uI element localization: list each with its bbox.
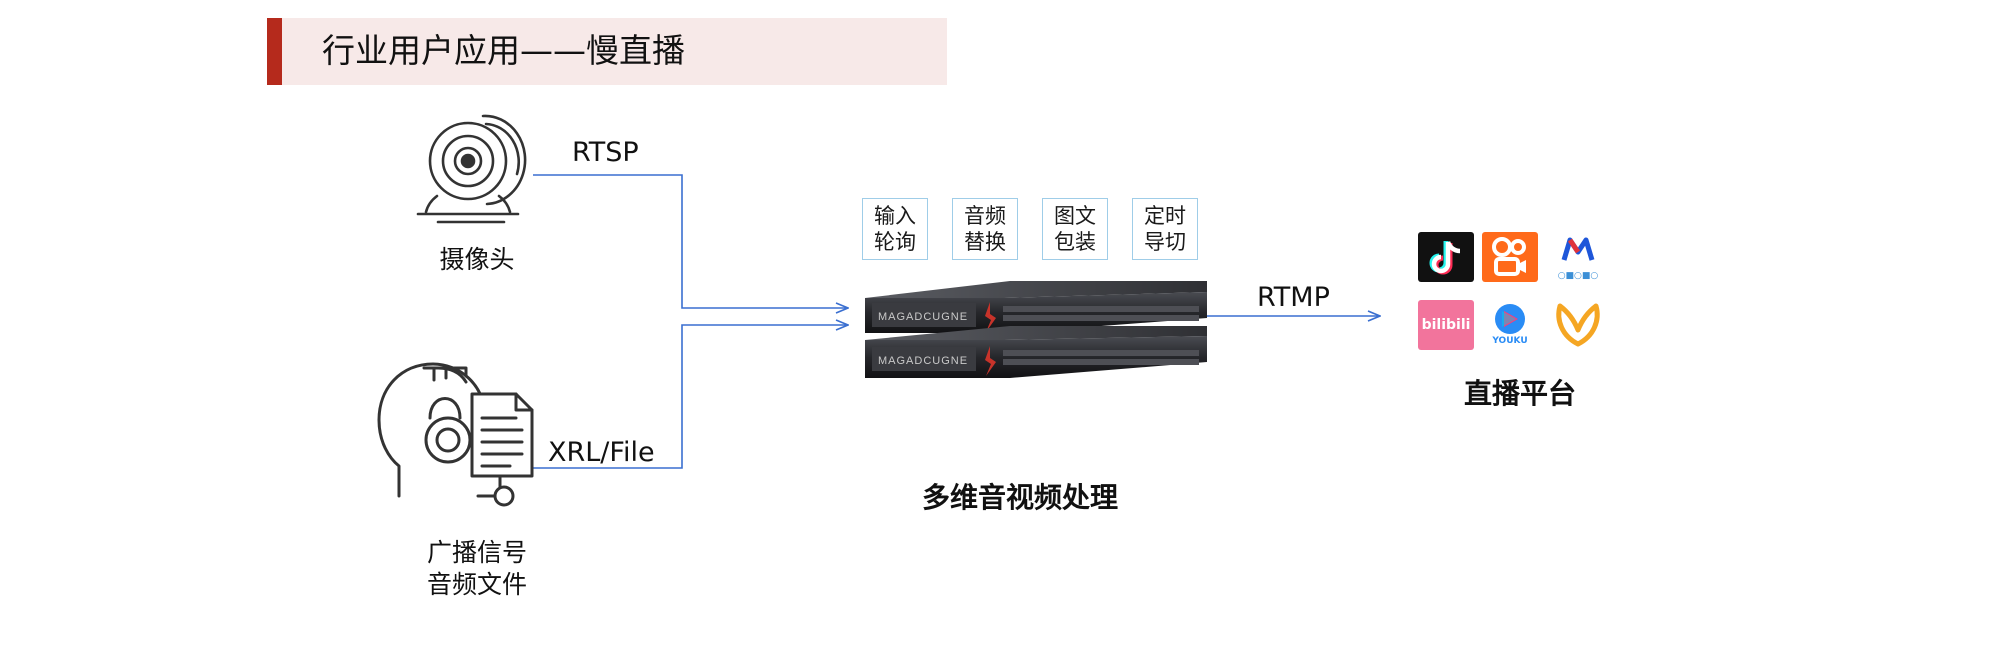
feature-audio-replace: 音频 替换 (952, 198, 1018, 260)
connector-rtsp (533, 174, 848, 308)
title-accent-bar (267, 18, 282, 85)
bilibili-icon: bilibili (1418, 300, 1474, 350)
processor-label: 多维音视频处理 (921, 481, 1118, 514)
broadcast-label-line2: 音频文件 (426, 570, 527, 599)
feature-input-polling: 输入 轮询 (862, 198, 928, 260)
webcam-icon (416, 114, 527, 224)
weishi-icon (1550, 300, 1606, 350)
connector-xrl (531, 325, 848, 469)
head-headphones-document-icon (377, 362, 534, 507)
feature-text-line2: 导切 (1144, 230, 1186, 254)
title-band (267, 18, 947, 85)
feature-text-line2: 替换 (964, 230, 1006, 254)
feature-graphics-packaging: 图文 包装 (1042, 198, 1108, 260)
page-title: 行业用户应用——慢直播 (322, 31, 685, 70)
svg-text:MAGADCUGNE: MAGADCUGNE (878, 355, 968, 367)
youku-logo-text: YOUKU (1492, 336, 1528, 346)
mgtv-icon: ○■○■○ (1550, 232, 1606, 282)
feature-text-line2: 包装 (1054, 230, 1096, 254)
feature-text-line1: 图文 (1054, 204, 1096, 228)
xrl-file-label: XRL/File (548, 437, 655, 468)
kuaishou-icon (1482, 232, 1538, 282)
svg-text:MAGADCUGNE: MAGADCUGNE (878, 311, 968, 323)
douyin-icon (1418, 232, 1474, 282)
feature-scheduled-switch: 定时 导切 (1132, 198, 1198, 260)
broadcast-label-line1: 广播信号 (426, 538, 527, 567)
rtmp-label: RTMP (1257, 282, 1330, 313)
platform-label: 直播平台 (1463, 377, 1576, 410)
camera-label: 摄像头 (439, 245, 515, 274)
youku-icon: YOUKU (1482, 300, 1538, 350)
feature-text-line1: 输入 (874, 204, 916, 228)
rtsp-label: RTSP (572, 137, 639, 168)
svg-text:○■○■○: ○■○■○ (1558, 271, 1599, 281)
rack-server-icon: MAGADCUGNE MAGADCUGNE (865, 281, 1207, 378)
feature-text-line1: 音频 (964, 204, 1006, 228)
bilibili-logo-text: bilibili (1421, 317, 1471, 333)
feature-text-line1: 定时 (1144, 204, 1186, 228)
feature-text-line2: 轮询 (874, 230, 916, 254)
